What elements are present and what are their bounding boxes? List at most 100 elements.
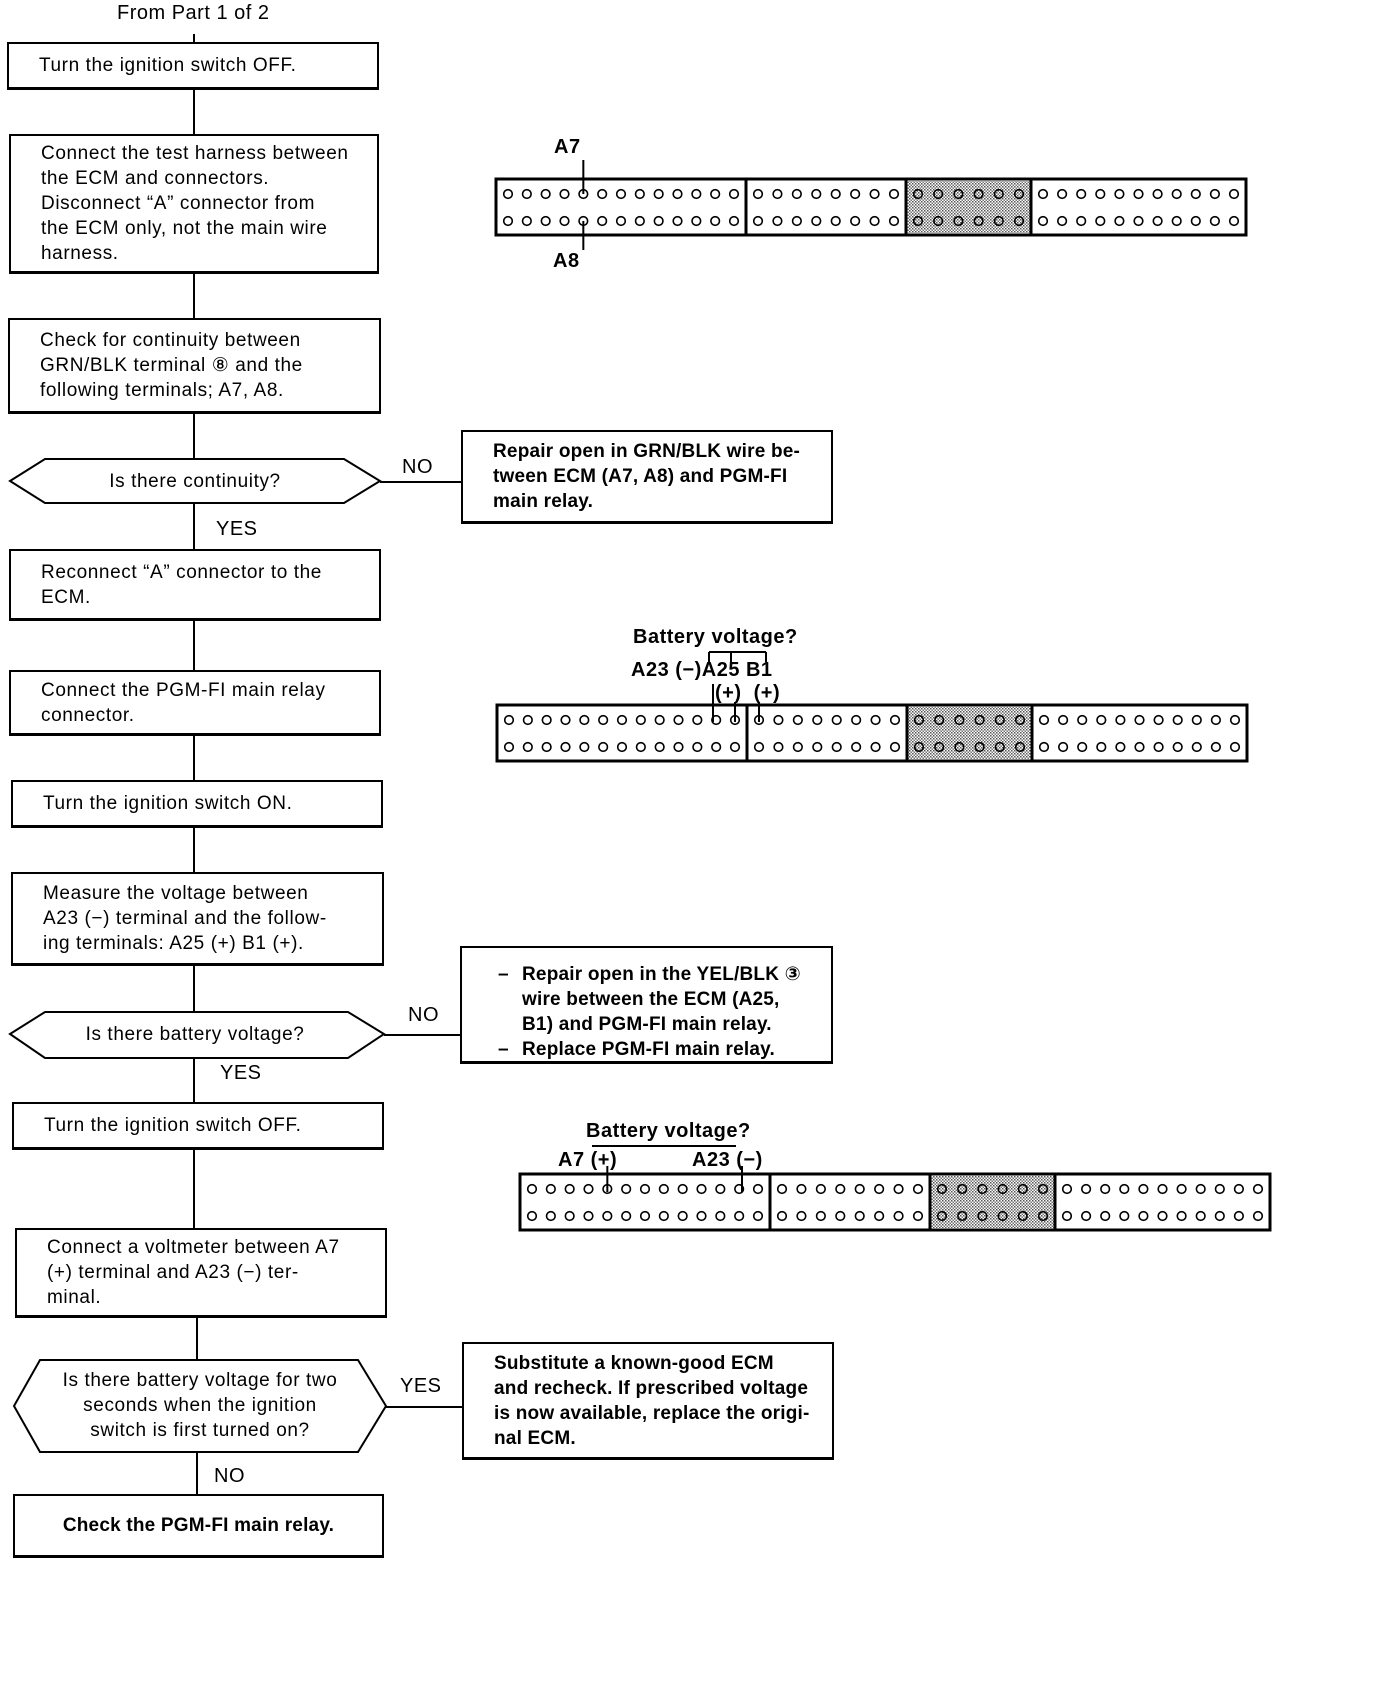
- connector3-pin: [1157, 1183, 1168, 1195]
- connector2-pin: [812, 741, 823, 753]
- connector2-pin: [753, 741, 765, 753]
- outcome-item: – Replace PGM-FI main relay.: [498, 1039, 775, 1060]
- connector3-pin: [815, 1183, 826, 1195]
- connector2-pin: [1210, 741, 1221, 753]
- connector1-pin: [672, 215, 683, 227]
- connector2-pin: [560, 714, 571, 726]
- connector3-pin: [1252, 1210, 1264, 1222]
- connector3-pin: [1061, 1210, 1073, 1222]
- connector2-pin: [870, 741, 881, 753]
- connector1-pin: [953, 188, 964, 200]
- connector1-pin: [540, 188, 551, 200]
- connector2-pin: [792, 741, 803, 753]
- connector1-pin: [728, 215, 740, 227]
- flow-line: [193, 90, 195, 136]
- outcome-substitute-ecm: Substitute a known-good ECM and recheck.…: [462, 1342, 834, 1460]
- connector2-pin: [1057, 741, 1069, 753]
- outcome-list: – Repair open in the YEL/BLK ③ wire betw…: [462, 948, 801, 1062]
- connector3-pin: [1119, 1210, 1130, 1222]
- connector3-pin: [1233, 1210, 1244, 1222]
- connector3-pin: [545, 1210, 556, 1222]
- connector2-pins-label: A23 (−)A25 B1: [631, 659, 773, 681]
- step-ignition-on: Turn the ignition switch ON.: [11, 780, 383, 828]
- connector1-pin: [597, 188, 608, 200]
- connector3-pin: [854, 1210, 865, 1222]
- connector1-pin: [1114, 188, 1125, 200]
- connector1-pin: [653, 188, 664, 200]
- connector3-pin: [526, 1210, 538, 1222]
- connector1-pin: [1076, 188, 1087, 200]
- connector3-pin: [997, 1183, 1008, 1195]
- dash-mark: –: [498, 964, 509, 985]
- connector3-pin: [658, 1210, 669, 1222]
- connector1-pin: [953, 215, 964, 227]
- connector3-pin: [1100, 1210, 1111, 1222]
- connector2-pin: [812, 714, 823, 726]
- connector3-pin: [957, 1183, 968, 1195]
- connector2-pin: [889, 741, 901, 753]
- connector1-pin: [728, 188, 740, 200]
- connector3-title: Battery voltage?: [586, 1120, 751, 1142]
- connector1-pin: [752, 188, 764, 200]
- connector3-pin: [639, 1210, 651, 1222]
- connector2-pin: [635, 741, 646, 753]
- flow-line: [193, 1150, 195, 1230]
- connector2-pin: [889, 714, 901, 726]
- connector1-pin: [1133, 215, 1144, 227]
- branch-label-no: NO: [402, 456, 433, 478]
- connector1-pin: [502, 215, 514, 227]
- step-ignition-off: Turn the ignition switch OFF.: [7, 42, 379, 90]
- connector1-pin: [1171, 215, 1182, 227]
- dash-mark: –: [498, 1039, 509, 1060]
- connector1-top-pin-label: A7: [554, 136, 581, 158]
- connector1-pin: [1209, 188, 1220, 200]
- connector3-pin: [1119, 1183, 1130, 1195]
- flow-line: [196, 1318, 198, 1362]
- connector3-pin: [893, 1183, 904, 1195]
- connector3-pin: [1233, 1183, 1244, 1195]
- connector3-right-label: A23 (−): [692, 1149, 763, 1171]
- connector3-pin: [957, 1210, 968, 1222]
- branch-line: [386, 1406, 464, 1408]
- step-check-continuity: Check for continuity between GRN/BLK ter…: [8, 318, 381, 414]
- connector2-pin: [954, 714, 965, 726]
- connector2-pin: [994, 714, 1005, 726]
- connector2-shaded-block: [907, 707, 1032, 759]
- decision-continuity: Is there continuity?: [109, 471, 281, 492]
- connector1-pin: [1056, 215, 1068, 227]
- connector1-pin: [1209, 215, 1220, 227]
- connector3-pin: [874, 1210, 885, 1222]
- connector3-pin: [936, 1183, 948, 1195]
- connector2-pin: [974, 741, 985, 753]
- connector1-pin: [559, 215, 570, 227]
- connector3-pin: [526, 1183, 538, 1195]
- connector3-pin: [564, 1183, 575, 1195]
- connector2-pin: [1115, 741, 1126, 753]
- connector3-pin: [854, 1183, 865, 1195]
- connector2-pin: [560, 741, 571, 753]
- connector1-pin: [888, 188, 900, 200]
- outcome-item: – Repair open in the YEL/BLK ③ wire betw…: [498, 964, 801, 1035]
- connector1-housing: [494, 177, 1248, 237]
- connector2-pin: [851, 714, 862, 726]
- flow-line: [193, 828, 195, 874]
- connector3-pin: [734, 1210, 745, 1222]
- decision-battery-voltage-two-seconds: Is there battery voltage for two seconds…: [62, 1370, 338, 1441]
- step-connect-test-harness: Connect the test harness between the ECM…: [9, 134, 379, 274]
- connector2-pin: [673, 741, 684, 753]
- connector2-pin: [729, 741, 741, 753]
- connector1-pin: [615, 215, 627, 227]
- connector3-pin: [583, 1210, 594, 1222]
- flow-line: [193, 736, 195, 782]
- connector1-pin: [597, 215, 608, 227]
- connector1-pin: [1152, 188, 1163, 200]
- connector3-pin: [1176, 1183, 1187, 1195]
- connector3-pin: [1176, 1210, 1187, 1222]
- connector1-pin: [772, 215, 783, 227]
- outcome-repair-grn-blk: Repair open in GRN/BLK wire be- tween EC…: [461, 430, 833, 524]
- connector3-pin: [1195, 1210, 1206, 1222]
- connector3-pin: [1157, 1210, 1168, 1222]
- connector2-pin: [616, 741, 628, 753]
- connector2-pin: [579, 714, 590, 726]
